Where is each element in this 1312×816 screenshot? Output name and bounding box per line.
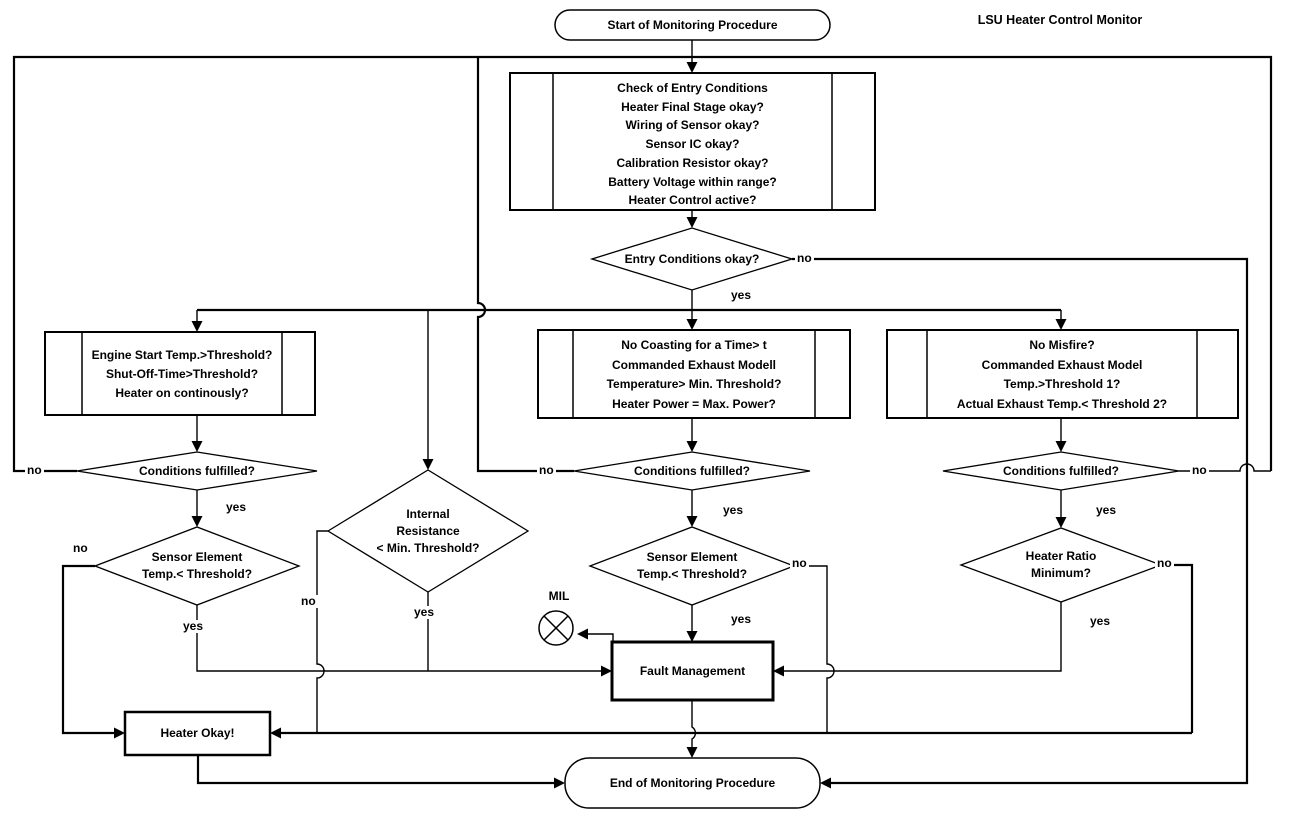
arrow-into-heater-okay-left <box>114 727 125 739</box>
entry-check-side-bars <box>552 73 833 210</box>
sensor-left-yes-line <box>196 605 601 672</box>
arrow-into-end-left <box>554 777 565 789</box>
arrow-into-heater-okay-right <box>270 727 281 739</box>
ratio-no-label: no <box>1155 556 1174 570</box>
internal-yes-label: yes <box>412 605 437 619</box>
cond-right-no-line <box>1179 463 1271 472</box>
misfire-check-box <box>886 329 1239 419</box>
arrow-into-ratio <box>1055 517 1067 528</box>
mil-lamp-cross <box>543 615 569 641</box>
end-terminator-label: End of Monitoring Procedure <box>609 776 776 790</box>
mil-label: MIL <box>548 589 570 603</box>
misfire-check-side-bars <box>926 330 1198 418</box>
arrow-into-fault-right <box>773 665 784 677</box>
cond-mid-diamond <box>573 451 811 491</box>
sensor-mid-yes-label: yes <box>729 612 754 626</box>
sensor-mid-no-line <box>794 565 835 733</box>
cond-right-label: Conditions fulfilled? <box>1003 464 1119 478</box>
coasting-check-text: No Coasting for a Time> t Commanded Exha… <box>606 338 782 411</box>
sensor-left-label: Sensor Element Temp.< Threshold? <box>141 550 253 581</box>
arrow-into-mid-box <box>686 319 698 330</box>
fault-to-end-line <box>691 700 697 747</box>
ratio-yes-line <box>784 602 1062 672</box>
coasting-check-box <box>537 329 851 419</box>
sensor-left-diamond <box>93 526 301 606</box>
mid-cond-no-line <box>476 57 574 473</box>
internal-no-line <box>316 530 328 733</box>
arrow-into-mil <box>577 628 588 640</box>
fault-mgmt-box <box>610 640 775 702</box>
misfire-check-text: No Misfire? Commanded Exhaust Model Temp… <box>956 338 1168 411</box>
sensor-mid-label: Sensor Element Temp.< Threshold? <box>636 550 748 581</box>
arrow-into-cond-right <box>1055 441 1067 452</box>
cond-left-yes-label: yes <box>224 500 249 514</box>
ratio-no-line <box>1161 563 1194 733</box>
arrow-into-sensor-mid <box>686 516 698 527</box>
arrow-into-right-box <box>1055 319 1067 330</box>
cond-left-no-label: no <box>25 463 44 477</box>
heater-okay-to-end-line <box>196 755 554 785</box>
sensor-left-yes-label: yes <box>181 619 206 633</box>
cond-mid-no-label: no <box>537 463 556 477</box>
start-terminator-label: Start of Monitoring Procedure <box>607 18 778 32</box>
cond-left-label: Conditions fulfilled? <box>139 464 255 478</box>
cond-mid-yes-label: yes <box>721 503 746 517</box>
end-terminator-shape <box>564 757 821 809</box>
arrow-into-entry <box>686 217 698 228</box>
fault-mgmt-label: Fault Management <box>639 664 746 678</box>
entry-no-line <box>792 257 1249 785</box>
arrow-into-cond-left <box>191 441 203 452</box>
arrow-into-sensor-left <box>191 516 203 527</box>
ratio-yes-label: yes <box>1088 614 1113 628</box>
start-terminator-shape <box>554 9 831 41</box>
arrow-into-internal <box>422 459 434 470</box>
sensor-mid-no-label: no <box>790 556 809 570</box>
internal-res-label: Internal Resistance < Min. Threshold? <box>376 507 480 555</box>
arrow-into-end-right <box>820 777 831 789</box>
sensor-left-no-label: no <box>71 541 90 555</box>
coasting-check-side-bars <box>572 330 816 418</box>
arrow-into-fault-top <box>686 631 698 642</box>
heater-okay-label: Heater Okay! <box>160 726 235 740</box>
arrow-into-end-top <box>686 747 698 758</box>
cond-right-no-label: no <box>1190 463 1209 477</box>
engine-check-side-bars <box>81 332 283 415</box>
entry-check-box <box>509 72 876 211</box>
fault-to-mil-line <box>588 633 614 643</box>
engine-check-text: Engine Start Temp.>Threshold? Shut-Off-T… <box>91 348 273 400</box>
entry-no-label: no <box>795 251 814 265</box>
entry-yes-label: yes <box>729 288 754 302</box>
arrow-into-left-box <box>191 321 203 332</box>
arrowheads <box>114 62 1067 789</box>
entry-check-text: Check of Entry Conditions Heater Final S… <box>608 81 777 208</box>
engine-check-box <box>44 331 316 416</box>
cond-left-diamond <box>76 451 318 491</box>
arrow-into-cond-mid <box>686 441 698 452</box>
node-shapes <box>44 9 1239 809</box>
page-title: LSU Heater Control Monitor <box>977 13 1143 27</box>
cond-right-yes-label: yes <box>1094 503 1119 517</box>
internal-no-label: no <box>299 594 318 608</box>
internal-res-diamond <box>326 469 530 593</box>
arrow-into-check <box>686 62 698 73</box>
entry-ok-diamond <box>589 227 795 291</box>
heater-ratio-label: Heater Ratio Minimum? <box>1025 549 1097 580</box>
arrow-into-fault-left <box>601 665 612 677</box>
heater-okay-box <box>123 710 272 757</box>
sensor-left-no-line <box>61 564 114 735</box>
cond-mid-label: Conditions fulfilled? <box>634 464 750 478</box>
entry-ok-label: Entry Conditions okay? <box>624 252 760 266</box>
cond-right-diamond <box>942 451 1180 491</box>
